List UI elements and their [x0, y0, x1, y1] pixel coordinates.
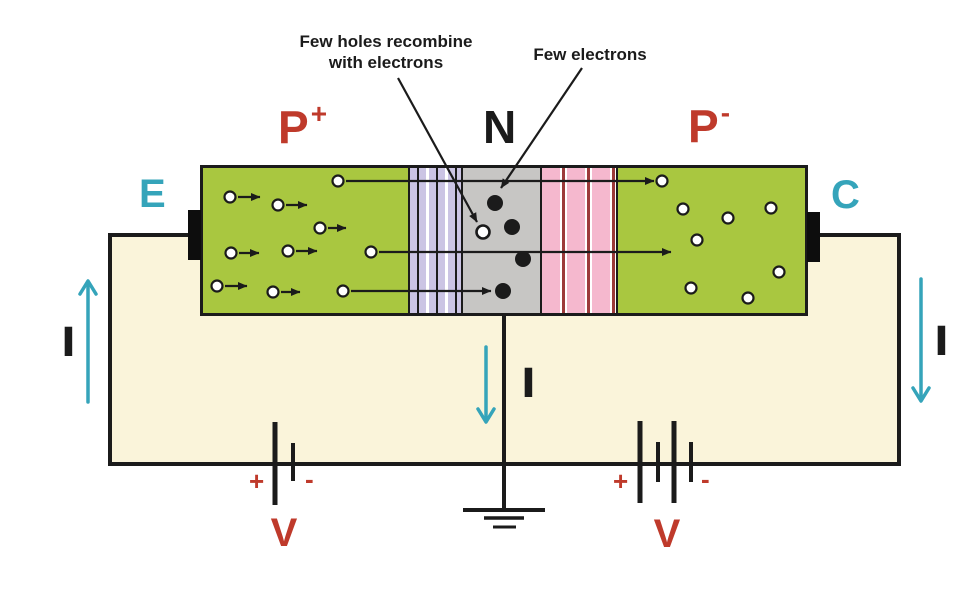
label-collector-current: I	[934, 319, 949, 365]
base-n-region	[463, 168, 540, 313]
emitter-current-arrow-icon	[78, 279, 98, 404]
annotation-holes-recombine: Few holes recombine with electrons	[299, 32, 473, 72]
collector-p-minus-region	[618, 168, 805, 313]
emitter-contact	[188, 210, 201, 260]
label-emitter-terminal: E	[139, 172, 166, 216]
left-battery-plus-sign: +	[249, 466, 265, 496]
emitter-base-depletion-region	[408, 168, 463, 313]
label-collector-region-p-minus: P-	[688, 97, 731, 153]
right-battery-plus-sign: +	[613, 466, 629, 496]
label-base-current: I	[521, 361, 536, 407]
annotation-few-electrons: Few electrons	[533, 45, 647, 64]
ground-symbol	[463, 508, 545, 529]
right-battery-voltage-label: V	[653, 512, 681, 556]
collector-current-arrow-icon	[911, 277, 931, 403]
right-battery-minus-sign: -	[701, 464, 710, 494]
label-collector-terminal: C	[831, 173, 860, 217]
label-base-region-n: N	[483, 101, 517, 153]
collector-contact	[807, 212, 820, 262]
label-emitter-current: I	[61, 320, 76, 366]
transistor-bar	[200, 165, 808, 316]
label-emitter-region-p-plus: P+	[278, 98, 328, 154]
left-battery-voltage-label: V	[270, 511, 298, 555]
base-collector-depletion-region	[540, 168, 618, 313]
emitter-p-plus-region	[203, 168, 408, 313]
left-battery-minus-sign: -	[305, 464, 314, 494]
